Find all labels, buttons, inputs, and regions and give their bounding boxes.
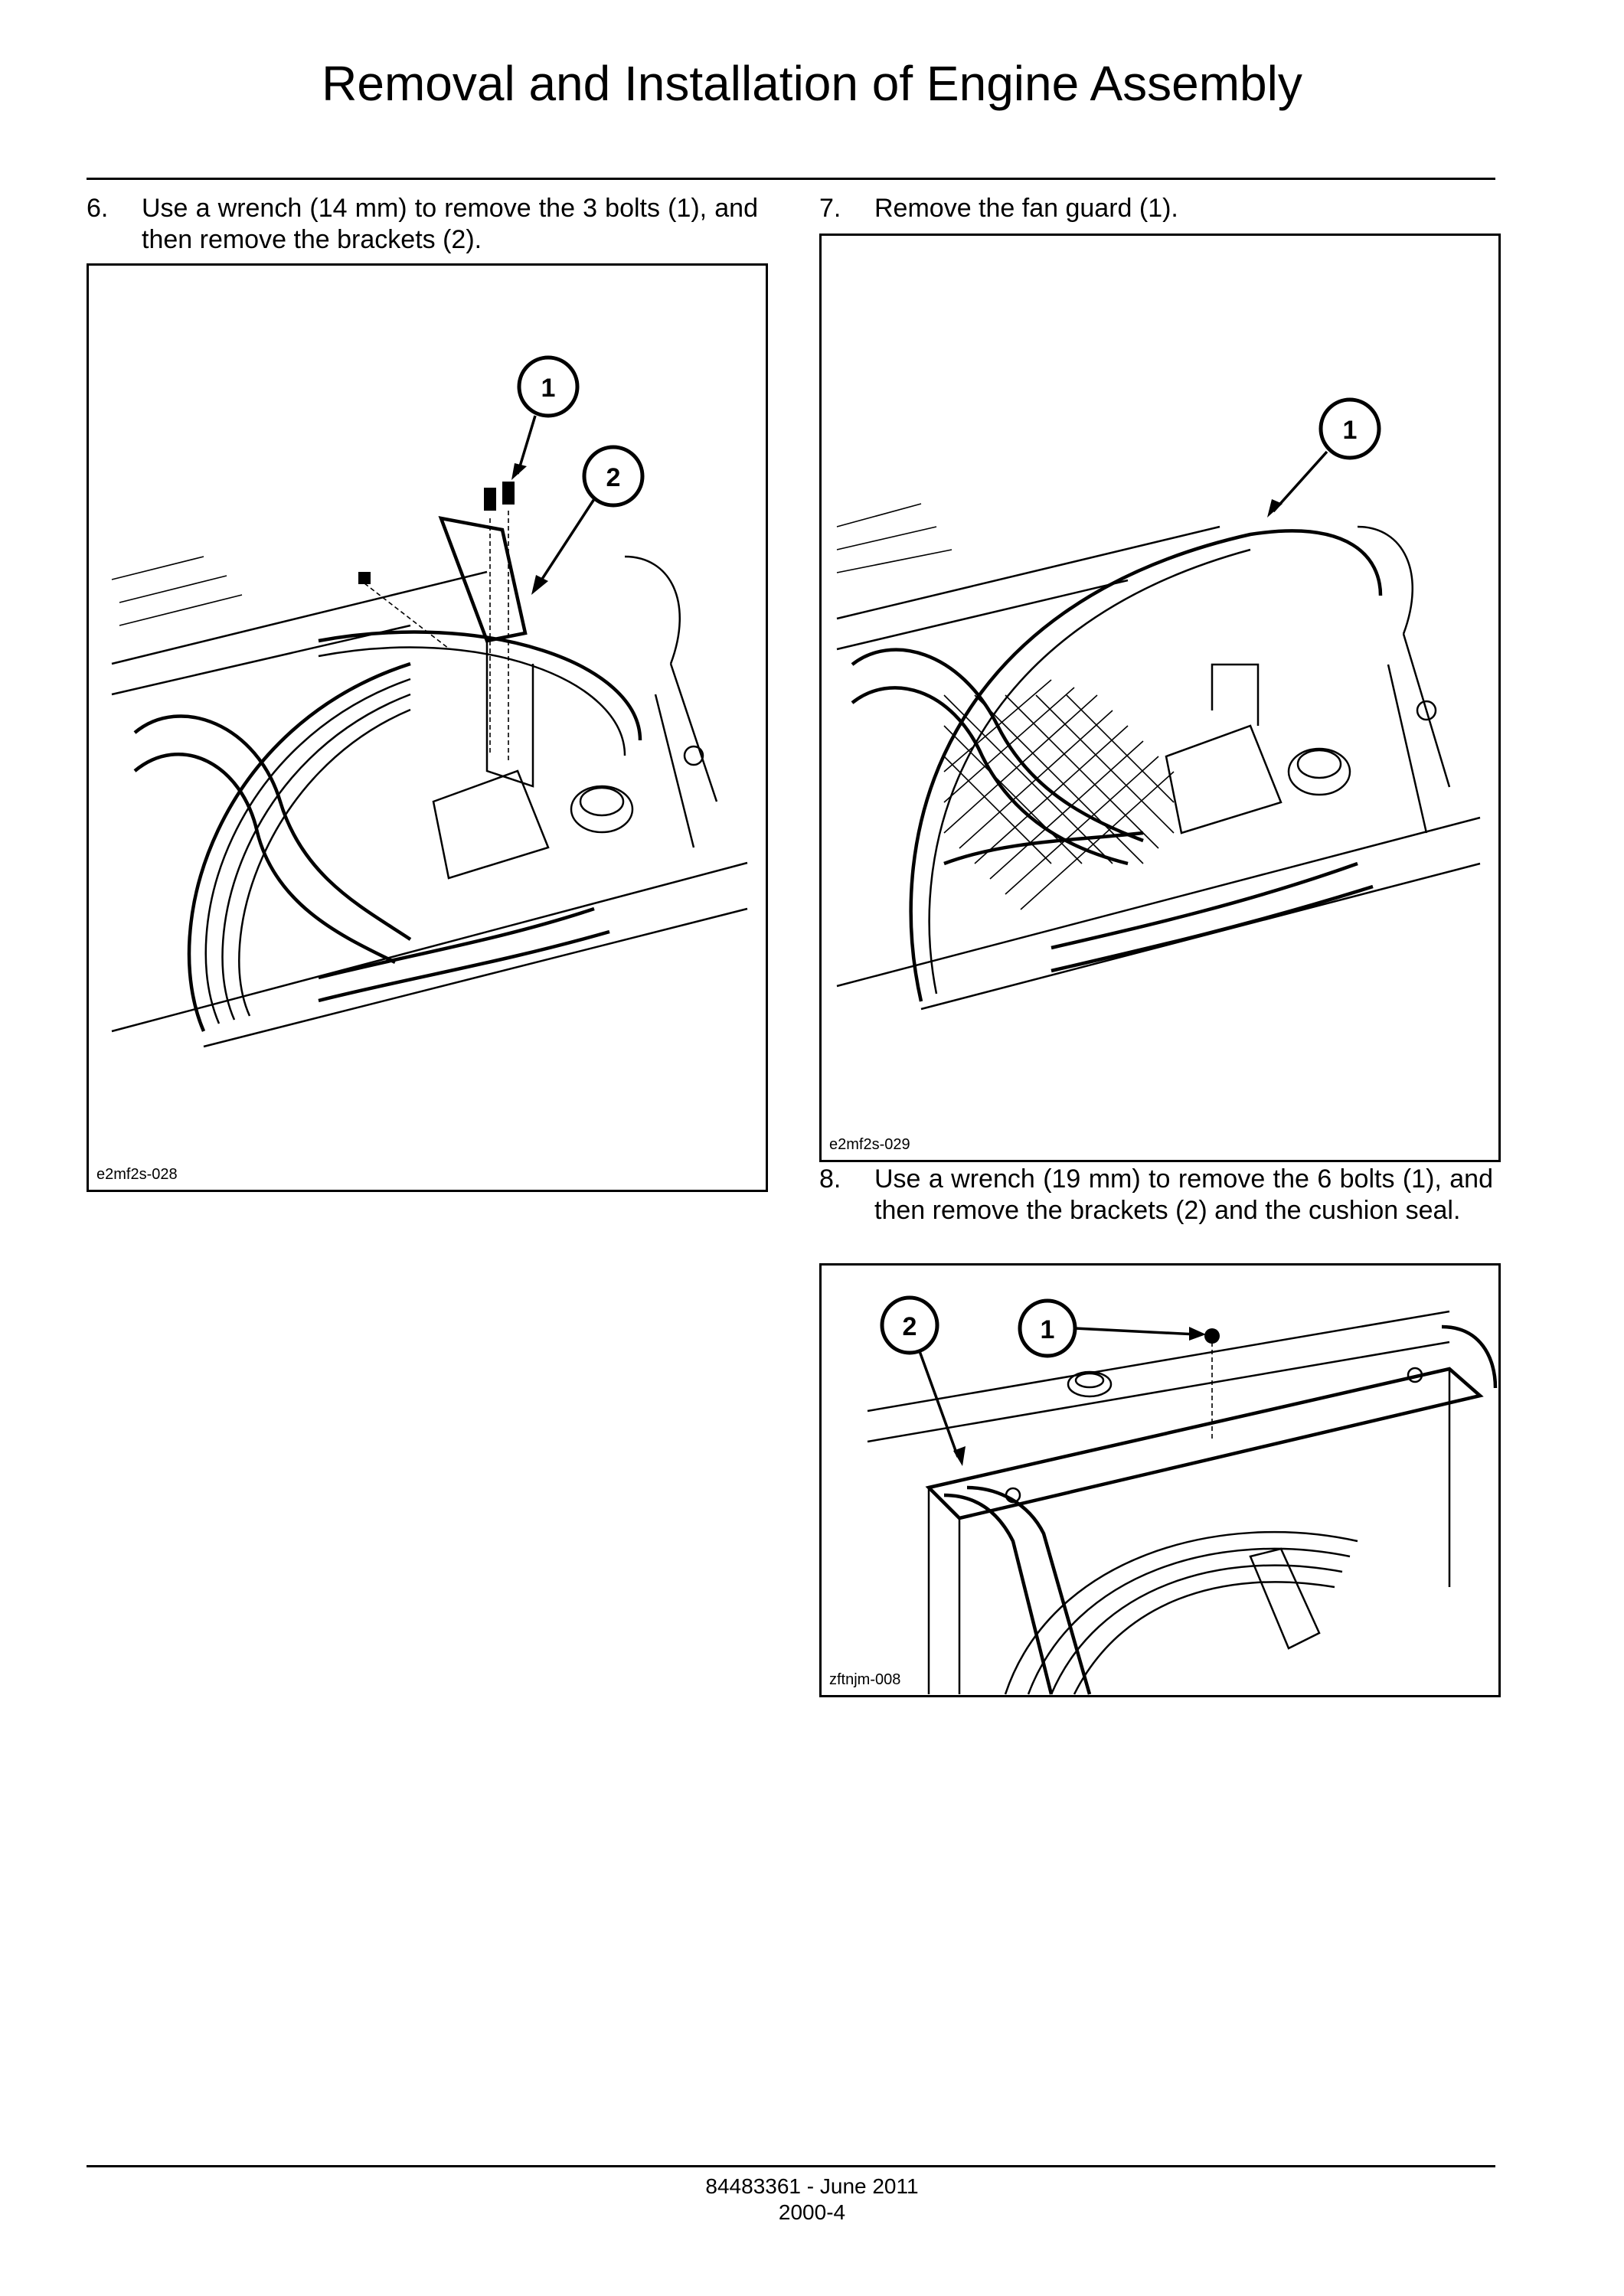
- svg-text:2: 2: [606, 463, 621, 492]
- step-text: Use a wrench (14 mm) to remove the 3 bol…: [142, 194, 758, 254]
- footer-divider: [87, 2165, 1495, 2167]
- callout-2: 2: [582, 445, 645, 508]
- page-title: Removal and Installation of Engine Assem…: [322, 56, 1302, 111]
- figure-code: zftnjm-008: [829, 1671, 901, 1688]
- step-8: 8. Use a wrench (19 mm) to remove the 6 …: [819, 1164, 1493, 1263]
- fan-guard-illustration: 1: [836, 397, 1481, 1011]
- svg-text:1: 1: [541, 374, 556, 403]
- svg-text:2: 2: [903, 1312, 917, 1341]
- figure-step-7: 1 e2mf2s-029: [819, 234, 1501, 1162]
- step-number: 6.: [87, 194, 109, 223]
- callout-1: 1: [1018, 1298, 1077, 1358]
- step-number: 7.: [819, 194, 841, 223]
- callout-1: 1: [517, 355, 580, 418]
- doc-number: 84483361 - June 2011: [705, 2174, 919, 2198]
- step-number: 8.: [819, 1164, 841, 1194]
- svg-text:1: 1: [1041, 1315, 1055, 1344]
- fan-bracket-illustration: 1 2: [111, 355, 748, 1048]
- figure-code: e2mf2s-028: [96, 1166, 178, 1183]
- figure-step-6: 1 2 e2mf2s-028: [87, 263, 768, 1192]
- step-6: 6. Use a wrench (14 mm) to remove the 3 …: [87, 193, 758, 262]
- radiator-bracket-illustration: 2 1: [867, 1295, 1498, 1695]
- page-number: 2000-4: [778, 2200, 846, 2224]
- callout-1: 1: [1318, 397, 1381, 460]
- mesh-grid: [943, 679, 1175, 910]
- step-7: 7. Remove the fan guard (1).: [819, 193, 1493, 227]
- svg-text:1: 1: [1343, 416, 1358, 445]
- header-divider: [87, 178, 1495, 180]
- callout-2: 2: [880, 1295, 939, 1355]
- figure-step-8: 2 1 zftnjm-008: [819, 1263, 1501, 1697]
- step-text: Remove the fan guard (1).: [874, 194, 1178, 223]
- step-text: Use a wrench (19 mm) to remove the 6 bol…: [874, 1164, 1493, 1225]
- figure-code: e2mf2s-029: [829, 1136, 910, 1153]
